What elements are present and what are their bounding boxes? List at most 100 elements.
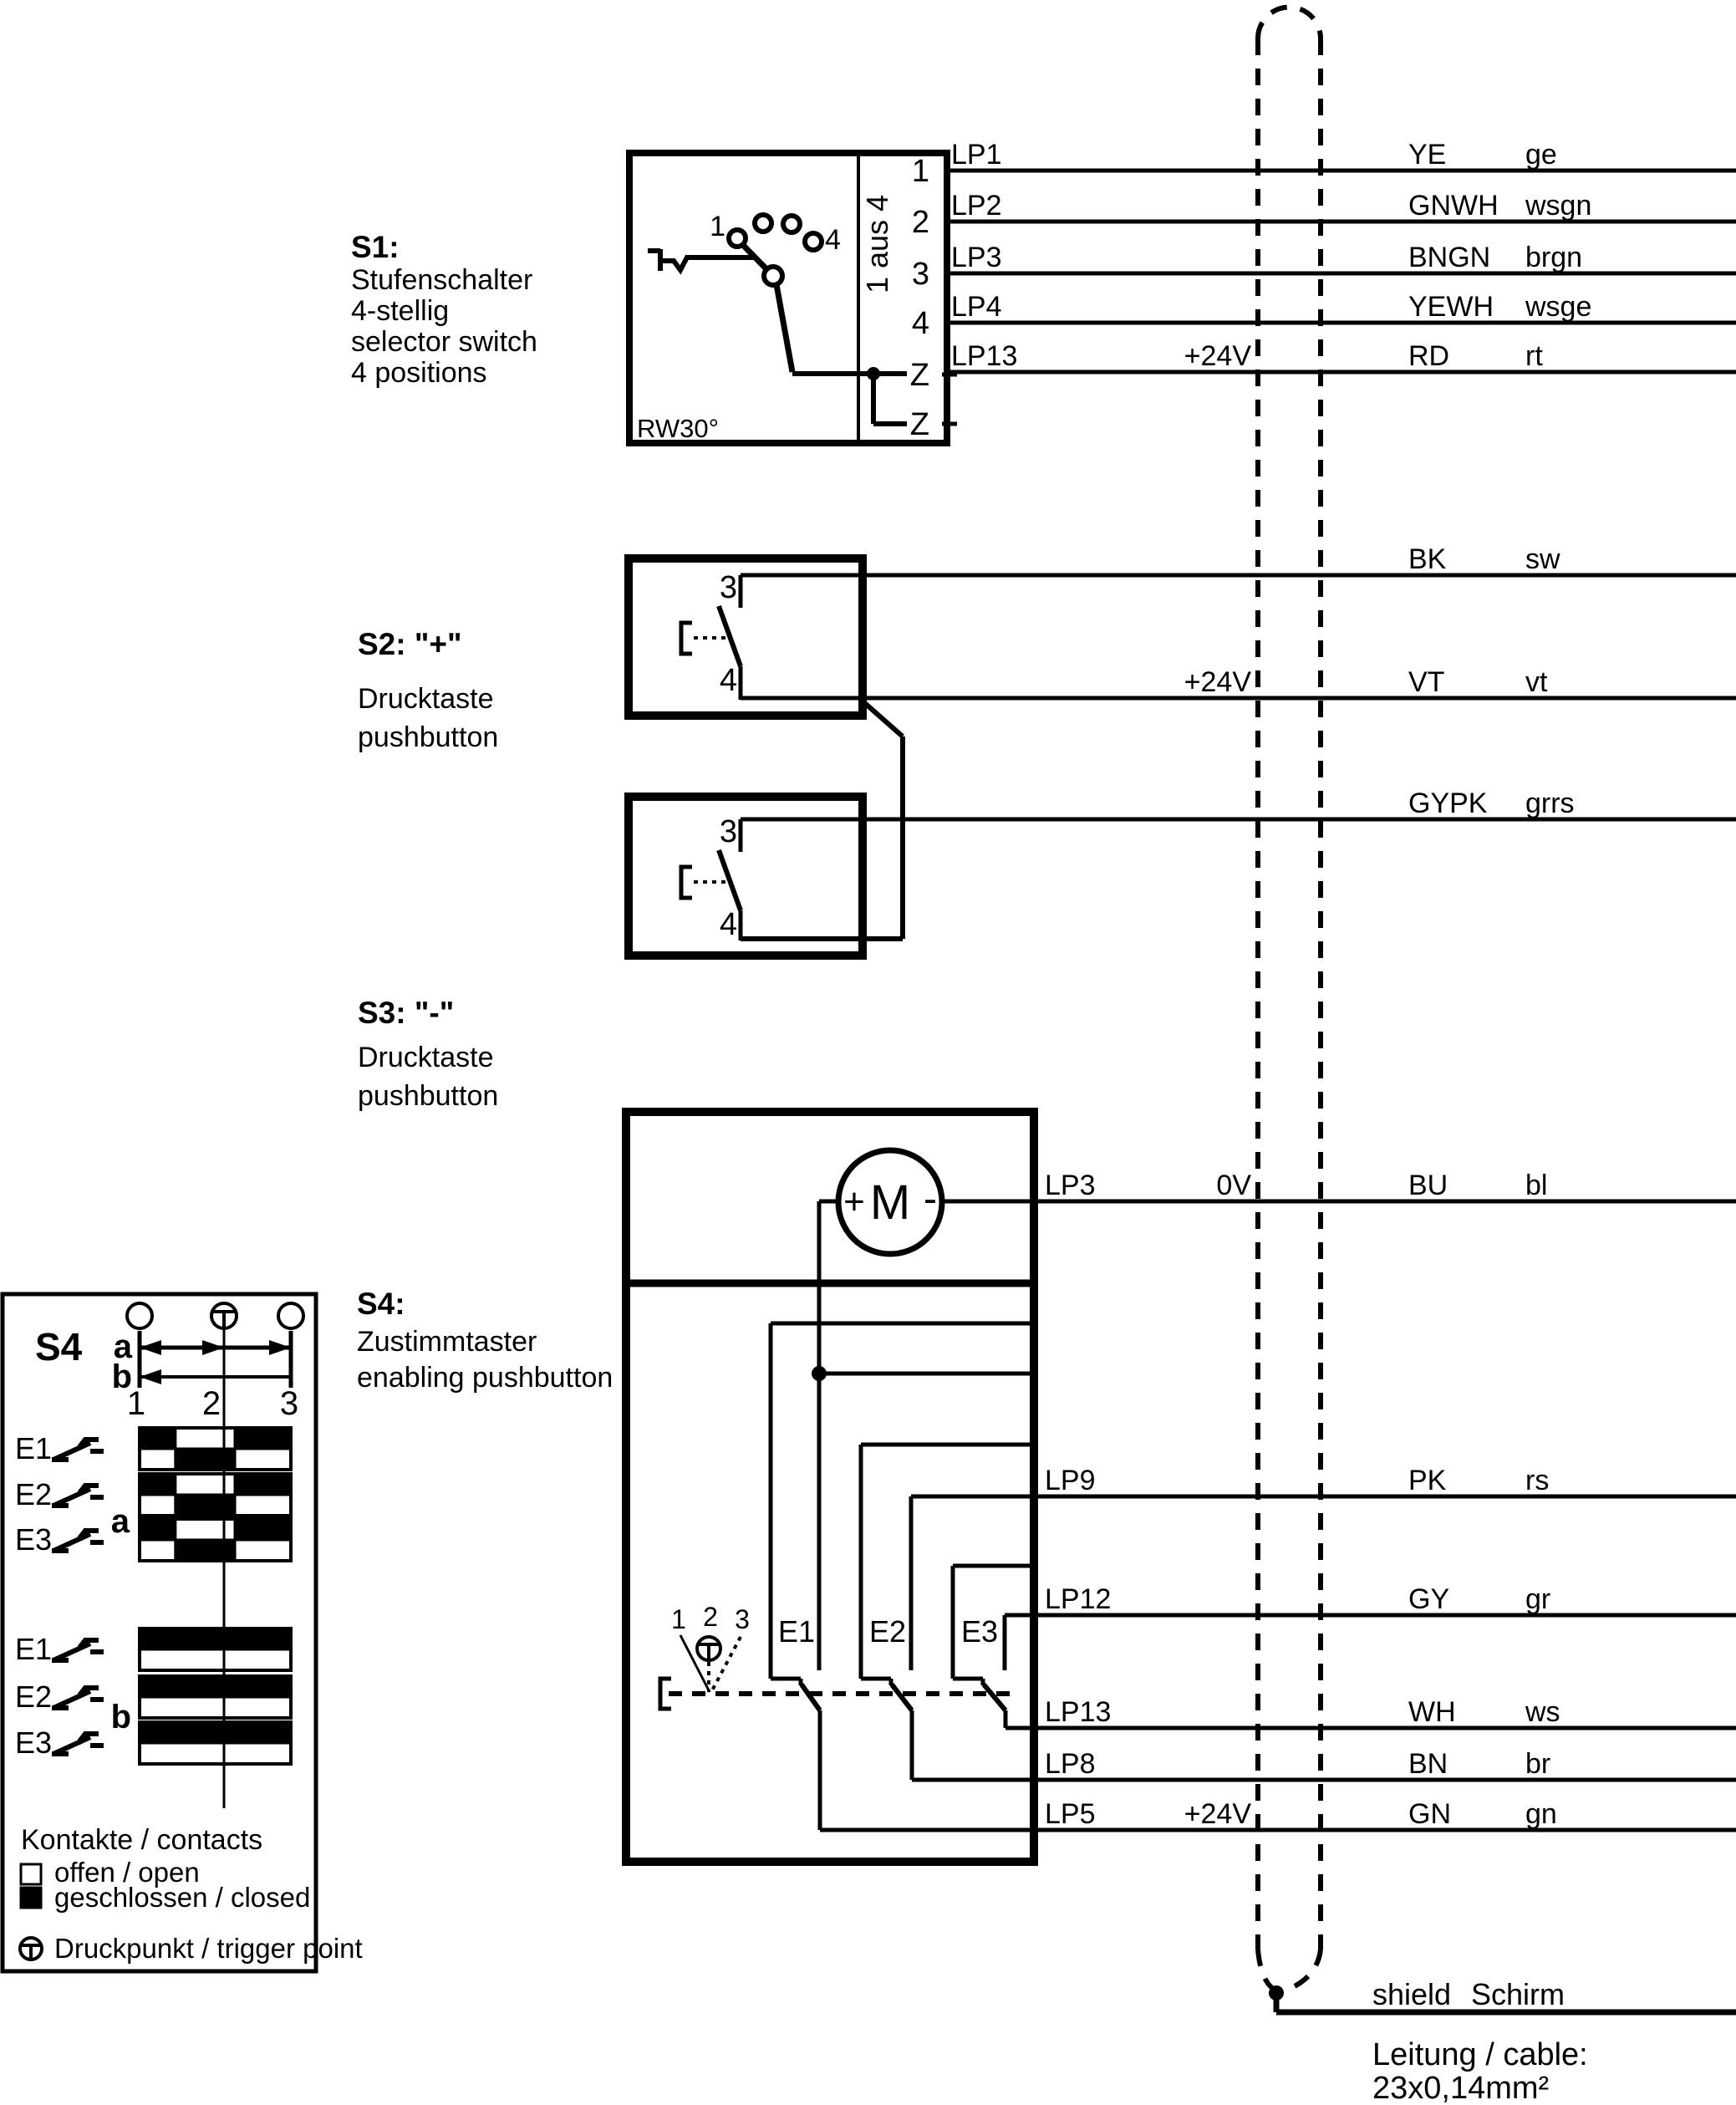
s3-actuator-icon [679,864,692,900]
legend-box [0,1292,318,1974]
wire-lp-label: LP3 [951,242,1002,273]
s2-s3-link [741,697,905,941]
legend-travel-arrows: a b 1 2 3 [112,1328,299,1422]
legend-band-segment-open [233,1447,293,1471]
legend-band-segment-open [138,1493,177,1517]
s3-pin-label: 3 [720,814,737,849]
wire-color-en: YEWH [1408,291,1494,323]
contact-symbol-icon [52,1486,104,1506]
wire-lp-label: LP4 [951,291,1002,323]
s1-pin-label: 1 [912,154,929,189]
s1-wiper-pivot [761,264,785,288]
motor-letter: M [870,1175,910,1230]
legend-arrow-b-label: b [112,1358,132,1395]
open-state-icon [19,1863,43,1886]
legend-key-title: Kontakte / contacts [21,1824,262,1856]
wire-row-lp5: LP5 +24V GN gn [820,1798,1736,1832]
s3-contact-symbol: 3 4 [679,814,743,942]
s2-desc-line: pushbutton [358,721,498,753]
legend-band-segment-open [138,1695,293,1720]
legend-band-segment-open [138,1741,293,1766]
wire-lp-label: LP13 [951,340,1017,372]
s4-e1-label: E1 [778,1614,815,1649]
s4-internal-wiring: 1 2 3 E1 E2 E3 [658,1201,1034,1830]
legend-band-segment-closed [174,1538,237,1562]
wire-lp-label: LP5 [1045,1798,1096,1830]
legend-band-segment-closed [138,1627,293,1651]
wire-lp-label: LP12 [1045,1583,1111,1615]
wire-color-de: wsgn [1525,190,1591,222]
s1-pin-label: 3 [912,257,929,292]
trigger-point-icon [695,1635,722,1662]
s1-box [626,150,950,446]
legend-row-label: E2 [15,1477,52,1511]
motor-minus: - [924,1177,937,1221]
legend-band-segment-open [138,1538,177,1562]
legend-tick-3: 3 [280,1385,298,1422]
s1-pin-label: 4 [912,306,929,341]
s4-actuator-icon [658,1676,671,1711]
wire-signal: +24V [1184,340,1252,372]
shield-label-de: Schirm [1471,1977,1565,2011]
legend-band-segment-open [174,1472,237,1496]
s1-pin-label: 2 [912,205,929,240]
s2-actuator-icon [679,620,692,656]
motor-symbol: M + - [819,1147,945,1257]
s1-selector-note: 1 aus 4 [860,195,894,293]
s2-title: S2: "+" [358,627,462,661]
wire-color-en: BK [1408,543,1447,575]
legend-row-label: E1 [15,1632,52,1666]
s2-pin-label: 3 [720,570,737,605]
s4-e3-label: E3 [961,1614,998,1649]
wire-color-en: GY [1408,1583,1449,1615]
s1-desc-line: Stufenschalter [351,264,532,296]
wire-color-en: BNGN [1408,242,1490,273]
wire-color-de: gn [1525,1798,1557,1830]
s4-pos-number: 3 [735,1604,750,1634]
legend-open-label: offen / open [54,1857,200,1888]
wire-color-de: ge [1525,139,1557,171]
legend-arrow-a-label: a [114,1328,133,1365]
legend-band-border [138,1517,293,1562]
wire-row-lp2: LP2 GNWH wsgn [945,190,1736,224]
legend-band-segment-closed [138,1426,177,1450]
legend-band-border [138,1472,293,1517]
legend-pos1-circle [125,1302,154,1330]
legend-band-segment-closed [233,1426,293,1450]
s1-wires: LP1 YE ge LP2 GNWH wsgn LP3 BNGN brgn LP… [945,139,1736,375]
legend-band-segment-open [233,1493,293,1517]
legend-band-segment-closed [138,1720,293,1745]
s1-pin-label: Z [910,358,929,393]
motor-plus: + [843,1181,865,1222]
legend-band-segment-closed [138,1674,293,1699]
wire-color-de: sw [1525,543,1560,575]
legend-tick-2: 2 [202,1385,221,1422]
trigger-point-icon [210,1302,238,1330]
wire-color-de: brgn [1525,242,1582,273]
s2-pin-label: 4 [720,663,737,698]
s4-pos-number: 2 [703,1602,718,1632]
wire-color-de: br [1525,1748,1550,1780]
wire-color-de: rs [1525,1465,1549,1496]
wire-color-en: PK [1408,1465,1447,1496]
s4-e2-label: E2 [869,1614,906,1649]
wire-row-lp3: LP3 BNGN brgn [945,242,1736,276]
s3-desc-line: pushbutton [358,1080,498,1112]
s4-title: S4: [357,1287,405,1321]
legend-band-area [138,1328,293,1808]
wire-row-lp3-motor: LP3 0V BU bl [942,1170,1736,1204]
contact-symbol-icon [52,1440,104,1460]
wire-row-lp8: LP8 BN br [912,1748,1736,1782]
wire-row-lp1: LP1 YE ge [945,139,1736,173]
s1-pos-last-label: 4 [825,224,841,256]
wire-color-en: BN [1408,1748,1448,1780]
wire-color-en: VT [1408,666,1444,698]
s4-wires: LP3 0V BU bl LP9 PK rs LP12 GY gr LP13 W… [820,1170,1736,1832]
legend-trigger-label: Druckpunkt / trigger point [54,1933,363,1964]
wire-signal: 0V [1216,1170,1251,1201]
legend-section-b-label: b [111,1699,131,1735]
s1-section: S1: Stufenschalter 4-stellig selector sw… [351,150,957,446]
wire-color-en: BU [1408,1170,1448,1201]
s4-desc-line: enabling pushbutton [357,1362,613,1394]
